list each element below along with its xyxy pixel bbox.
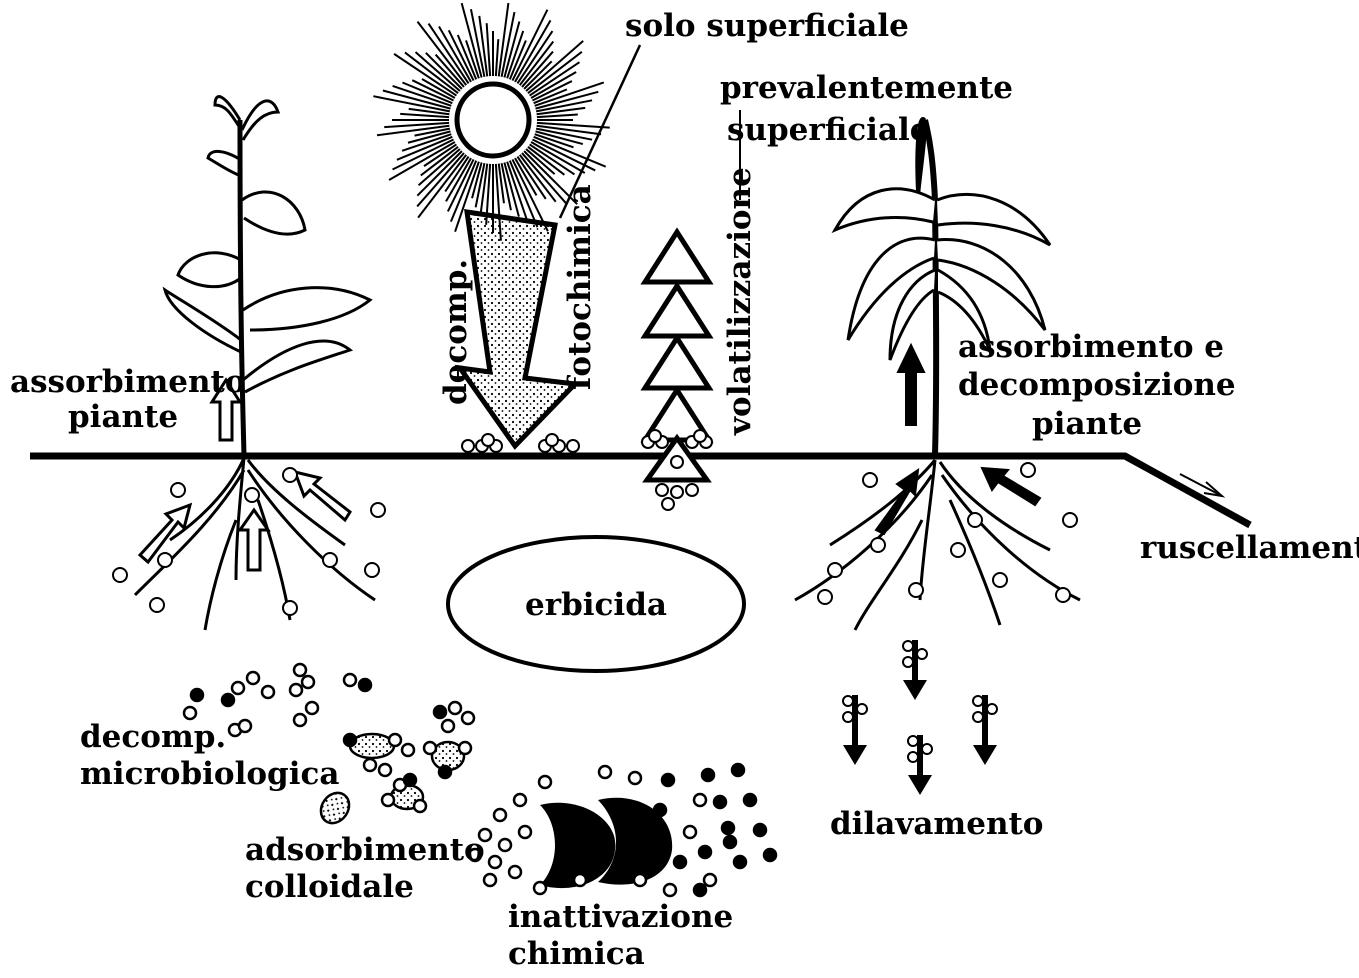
decomp-micro-label: decomp.: [80, 719, 226, 755]
chemical-inactivation-icon: [540, 798, 672, 888]
colloidale-label: colloidale: [245, 869, 414, 905]
solo-superficiale-label: solo superficiale: [625, 8, 909, 44]
microbial-decomposition-cluster: [184, 664, 474, 829]
superficiale-label: superficiale: [727, 112, 930, 148]
chimica-label: chimica: [508, 936, 645, 972]
inattivazione-label: inattivazione: [508, 899, 733, 935]
photochemical-decomposition-arrow-icon: [460, 212, 575, 446]
assorbimento-label: assorbimento: [10, 364, 246, 400]
prevalentemente-label: prevalentemente: [720, 70, 1013, 106]
piante-left-label: piante: [68, 399, 178, 435]
adsorbimento-label: adsorbimento: [245, 832, 485, 868]
ruscellamento-label: ruscellamento: [1140, 530, 1359, 566]
erbicida-label: erbicida: [525, 587, 667, 623]
volatilization-triangles-icon: [642, 232, 712, 510]
decomp-label: decomp.: [438, 259, 474, 405]
fotochimica-label: fotochimica: [562, 184, 598, 390]
decomposizione-label: decomposizione: [958, 367, 1236, 403]
leaching-arrows-icon: [843, 640, 997, 795]
piante-right-label: piante: [1032, 406, 1142, 442]
microbiologica-label: microbiologica: [80, 756, 339, 792]
volatilizzazione-label: volatilizzazione: [722, 167, 758, 436]
assorbimento-e-label: assorbimento e: [958, 329, 1224, 365]
dilavamento-label: dilavamento: [830, 806, 1043, 842]
